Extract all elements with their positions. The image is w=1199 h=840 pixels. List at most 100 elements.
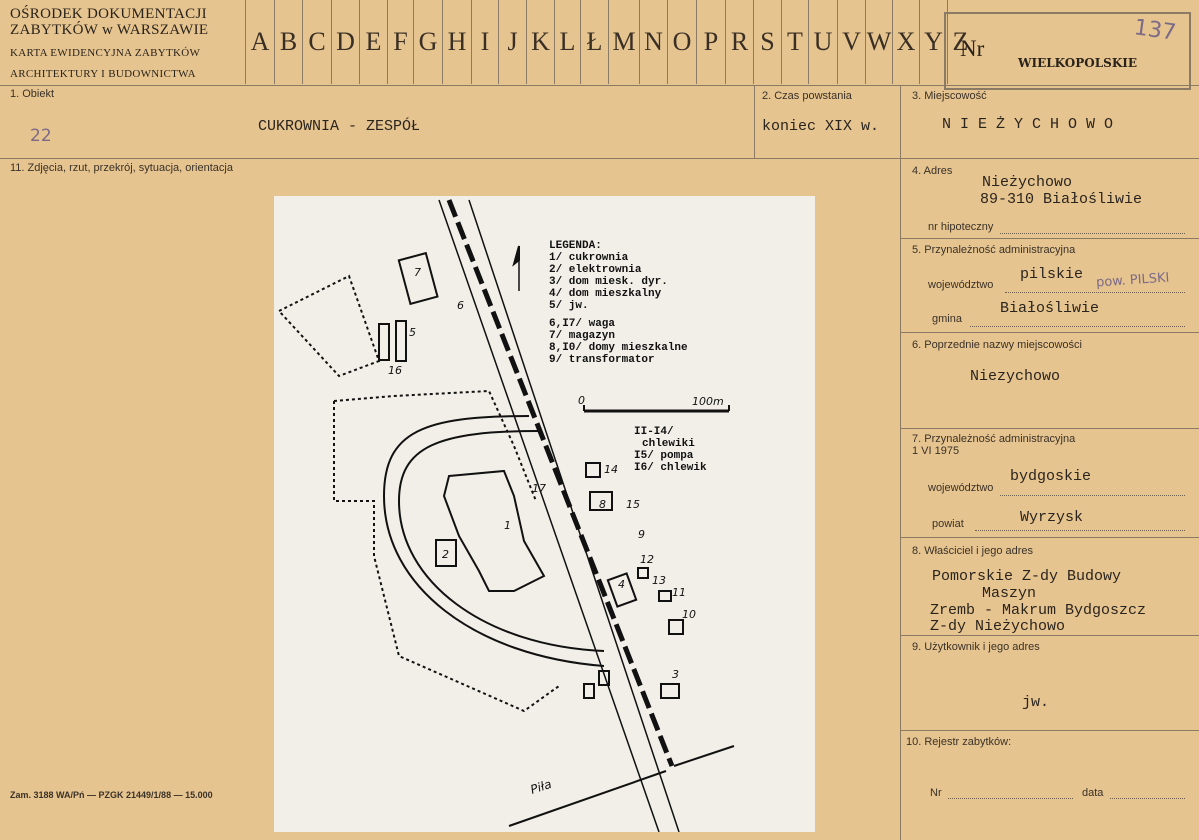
powiat-label: powiat	[932, 518, 964, 530]
index-letter: J	[498, 0, 526, 84]
index-letter: D	[331, 0, 359, 84]
legend-entry: I6/ chlewik	[634, 462, 707, 474]
legend-entry: 7/ magazyn	[549, 330, 615, 342]
plan-number: 10	[682, 608, 696, 621]
divider	[900, 238, 1199, 239]
plan-number: 4	[618, 578, 625, 591]
legend-entry: 6,I7/ waga	[549, 318, 615, 330]
obiekt-handwritten-mark: 22	[30, 126, 52, 146]
uzytkownik-value: jw.	[1022, 694, 1050, 711]
plan-number: 13	[652, 574, 666, 587]
institution-line1: OŚRODEK DOKUMENTACJI	[10, 6, 207, 22]
legend-entry: 2/ elektrownia	[549, 264, 642, 276]
index-letter: X	[892, 0, 919, 84]
scale-zero: 0	[578, 394, 585, 407]
index-letter: Ł	[580, 0, 608, 84]
legend-entry: 5/ jw.	[549, 300, 589, 312]
legend-entry: I5/ pompa	[634, 450, 694, 462]
poprzednie-label: 6. Poprzednie nazwy miejscowości	[912, 339, 1082, 351]
gmina-value: Białośliwie	[1000, 300, 1100, 317]
index-letter: L	[554, 0, 580, 84]
plan-number: 8	[599, 498, 606, 511]
index-letter: U	[808, 0, 837, 84]
index-letter: W	[865, 0, 892, 84]
index-letter: E	[359, 0, 387, 84]
divider	[900, 635, 1199, 636]
obiekt-value: CUKROWNIA - ZESPÓŁ	[258, 118, 421, 135]
index-letter: B	[274, 0, 302, 84]
index-letter: G	[413, 0, 442, 84]
plan-number: 6	[457, 299, 464, 312]
scale-label: 100m	[692, 395, 724, 408]
plan-number: 9	[638, 528, 645, 541]
index-letter: C	[302, 0, 331, 84]
plan-number: 2	[442, 548, 449, 561]
rejestr-data-label: data	[1082, 787, 1104, 799]
number-box: Nr WIELKOPOLSKIE 137	[944, 12, 1191, 90]
wlasciciel-line2: Maszyn	[982, 585, 1037, 602]
divider	[900, 730, 1199, 731]
plan-number: 3	[672, 668, 679, 681]
rejestr-nr-label: Nr	[930, 787, 942, 799]
dotted-line	[1000, 232, 1185, 234]
adres-label: 4. Adres	[912, 165, 953, 177]
legend-entry: II-I4/	[634, 426, 674, 438]
divider	[0, 158, 1199, 159]
city-label: Piła	[529, 777, 554, 797]
handwritten-card-number: 137	[1132, 15, 1178, 46]
index-letter: N	[639, 0, 667, 84]
plan-number: 7	[414, 266, 421, 279]
plan-number: 17	[532, 482, 546, 495]
wojewodztwo-value: pilskie	[1020, 266, 1084, 283]
plan-number: 1	[504, 519, 511, 532]
wojewodztwo-handwritten-note: pow. PILSKI	[1095, 270, 1170, 291]
dotted-line	[975, 529, 1185, 531]
legend-title: LEGENDA:	[549, 240, 602, 252]
index-letter: Y	[919, 0, 947, 84]
dotted-line	[1000, 494, 1185, 496]
print-order-note: Zam. 3188 WA/Pń — PZGK 21449/1/88 — 15.0…	[10, 790, 213, 800]
index-letter: M	[608, 0, 639, 84]
wojewodztwo1975-value: bydgoskie	[1010, 468, 1092, 485]
przynaleznosc-label: 5. Przynależność administracyjna	[912, 244, 1076, 256]
index-letter: Z	[947, 0, 973, 84]
index-letter: A	[245, 0, 274, 84]
index-letter: F	[387, 0, 413, 84]
wlasciciel-line3: Zremb - Makrum Bydgoszcz	[930, 602, 1147, 619]
divider	[900, 537, 1199, 538]
miejscowosc-value: N I E Ż Y C H O W O	[942, 116, 1114, 133]
adres-line1: Nieżychowo	[982, 174, 1073, 191]
czas-label: 2. Czas powstania	[762, 90, 852, 102]
plan-number: 16	[388, 364, 402, 377]
dotted-line	[1110, 797, 1185, 799]
wojewodztwo1975-label: województwo	[928, 482, 994, 494]
przynaleznosc1975-label: 7. Przynależność administracyjna	[912, 433, 1076, 445]
nr-label: Nr	[960, 36, 985, 61]
divider	[900, 85, 901, 840]
index-letter: R	[725, 0, 753, 84]
miejscowosc-label: 3. Miejscowość	[912, 90, 987, 102]
gmina-label: gmina	[932, 313, 962, 325]
index-letter: O	[667, 0, 696, 84]
plan-number: 11	[672, 586, 686, 599]
index-letter: S	[753, 0, 781, 84]
wojewodztwo-label: województwo	[928, 279, 994, 291]
legend-entry: 9/ transformator	[549, 354, 655, 366]
wlasciciel-line1: Pomorskie Z-dy Budowy	[932, 568, 1122, 585]
index-letter: V	[837, 0, 865, 84]
index-letter: T	[781, 0, 808, 84]
divider	[754, 85, 755, 158]
obiekt-label: 1. Obiekt	[10, 88, 55, 100]
powiat-value: Wyrzysk	[1020, 509, 1084, 526]
legend-entry: 8,I0/ domy mieszkalne	[549, 342, 688, 354]
card-title-line1: KARTA EWIDENCYJNA ZABYTKÓW	[10, 47, 201, 59]
nr-hipoteczny-label: nr hipoteczny	[928, 221, 994, 233]
wlasciciel-label: 8. Właściciel i jego adres	[912, 545, 1034, 557]
rejestr-label: 10. Rejestr zabytków:	[906, 736, 1012, 748]
